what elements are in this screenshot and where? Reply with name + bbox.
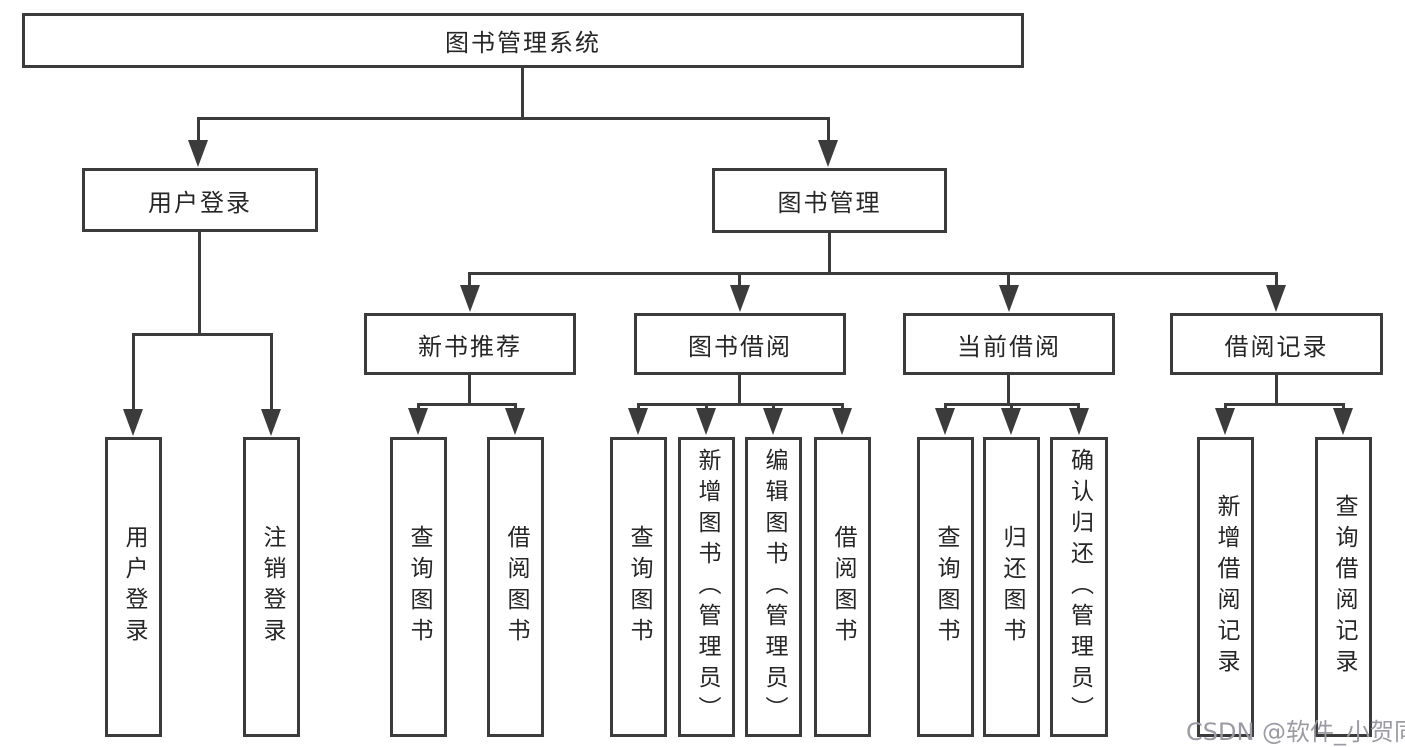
node-label: 查询借阅记录: [1331, 494, 1357, 680]
leaf-return-book: 归还图书: [983, 437, 1040, 737]
connector-line: [1077, 403, 1080, 410]
arrow-down-icon: [1333, 408, 1353, 435]
connector-line: [828, 233, 831, 274]
arrow-down-icon: [188, 140, 208, 167]
node-label: 图书借阅: [688, 332, 792, 361]
arrow-down-icon: [935, 408, 955, 435]
connector-line: [1007, 374, 1010, 406]
arrow-down-icon: [730, 285, 750, 312]
node-label: 用户登录: [148, 188, 252, 217]
node-new-book-recommend: 新书推荐: [364, 313, 576, 375]
connector-line: [132, 333, 273, 336]
connector-line: [132, 333, 135, 411]
arrow-down-icon: [763, 408, 783, 435]
leaf-logout: 注销登录: [243, 437, 300, 737]
leaf-add-borrow-record: 新增借阅记录: [1197, 437, 1254, 737]
connector-line: [197, 117, 200, 143]
node-label: 借阅图书: [830, 525, 856, 649]
node-label: 图书管理系统: [445, 29, 601, 57]
node-label: 新增借阅记录: [1213, 494, 1239, 680]
node-label: 图书管理: [777, 189, 882, 217]
leaf-query-books-current: 查询图书: [917, 437, 974, 737]
connector-line: [270, 333, 273, 411]
connector-line: [514, 403, 517, 410]
arrow-down-icon: [1215, 408, 1235, 435]
node-label: 编辑图书（管理员）: [761, 447, 787, 727]
node-label: 借阅图书: [503, 525, 529, 649]
node-label: 确认归还（管理员）: [1066, 447, 1093, 727]
node-book-borrow: 图书借阅: [634, 313, 846, 375]
connector-line: [944, 403, 947, 410]
arrow-down-icon: [460, 285, 480, 312]
connector-line: [468, 272, 471, 287]
connector-line: [197, 117, 830, 120]
arrow-down-icon: [999, 285, 1019, 312]
connector-line: [1275, 272, 1278, 287]
leaf-query-books-borrow: 查询图书: [610, 437, 667, 737]
connector-line: [705, 403, 708, 410]
connector-line: [468, 272, 1278, 275]
arrow-down-icon: [696, 408, 716, 435]
connector-line: [198, 232, 201, 335]
node-root: 图书管理系统: [22, 13, 1024, 68]
connector-line: [1010, 403, 1013, 410]
connector-line: [637, 403, 640, 410]
connector-line: [417, 403, 420, 410]
arrow-down-icon: [261, 409, 281, 436]
leaf-add-book-admin: 新增图书（管理员）: [678, 437, 735, 737]
arrow-down-icon: [818, 140, 838, 167]
leaf-query-borrow-record: 查询借阅记录: [1315, 437, 1372, 737]
connector-line: [772, 403, 775, 410]
leaf-confirm-return-admin: 确认归还（管理员）: [1050, 437, 1108, 737]
node-label: 新增图书（管理员）: [694, 447, 720, 727]
leaf-edit-book-admin: 编辑图书（管理员）: [745, 437, 802, 737]
connector-line: [468, 374, 471, 406]
arrow-down-icon: [832, 408, 852, 435]
connector-line: [1275, 374, 1278, 406]
arrow-down-icon: [1266, 285, 1286, 312]
leaf-borrow-books-recommend: 借阅图书: [487, 437, 544, 737]
connector-line: [1224, 403, 1227, 410]
node-user-login: 用户登录: [82, 168, 318, 232]
arrow-down-icon: [123, 409, 143, 436]
connector-line: [1224, 403, 1345, 406]
arrow-down-icon: [1069, 408, 1089, 435]
arrow-down-icon: [408, 408, 428, 435]
node-label: 查询图书: [626, 525, 652, 649]
watermark: CSDN @软件_小贺同学: [1186, 718, 1405, 746]
leaf-query-books-recommend: 查询图书: [390, 437, 447, 737]
connector-line: [738, 374, 741, 406]
node-label: 当前借阅: [957, 332, 1061, 361]
connector-line: [417, 403, 517, 406]
node-current-borrow: 当前借阅: [903, 313, 1115, 375]
arrow-down-icon: [1001, 408, 1021, 435]
node-label: 用户登录: [121, 525, 147, 649]
node-borrow-records: 借阅记录: [1170, 313, 1383, 375]
connector-line: [1342, 403, 1345, 410]
connector-line: [1007, 272, 1010, 287]
leaf-user-login: 用户登录: [105, 437, 162, 737]
leaf-borrow-books: 借阅图书: [814, 437, 871, 737]
node-label: 注销登录: [259, 525, 285, 649]
node-label: 查询图书: [933, 525, 959, 649]
connector-line: [637, 403, 844, 406]
node-label: 归还图书: [999, 525, 1025, 649]
node-label: 查询图书: [406, 525, 432, 649]
connector-line: [738, 272, 741, 287]
arrow-down-icon: [505, 408, 525, 435]
connector-line: [827, 117, 830, 143]
arrow-down-icon: [628, 408, 648, 435]
connector-line: [841, 403, 844, 410]
node-label: 新书推荐: [418, 332, 522, 361]
connector-line: [521, 68, 524, 118]
node-label: 借阅记录: [1224, 332, 1329, 361]
node-book-management: 图书管理: [712, 168, 947, 233]
